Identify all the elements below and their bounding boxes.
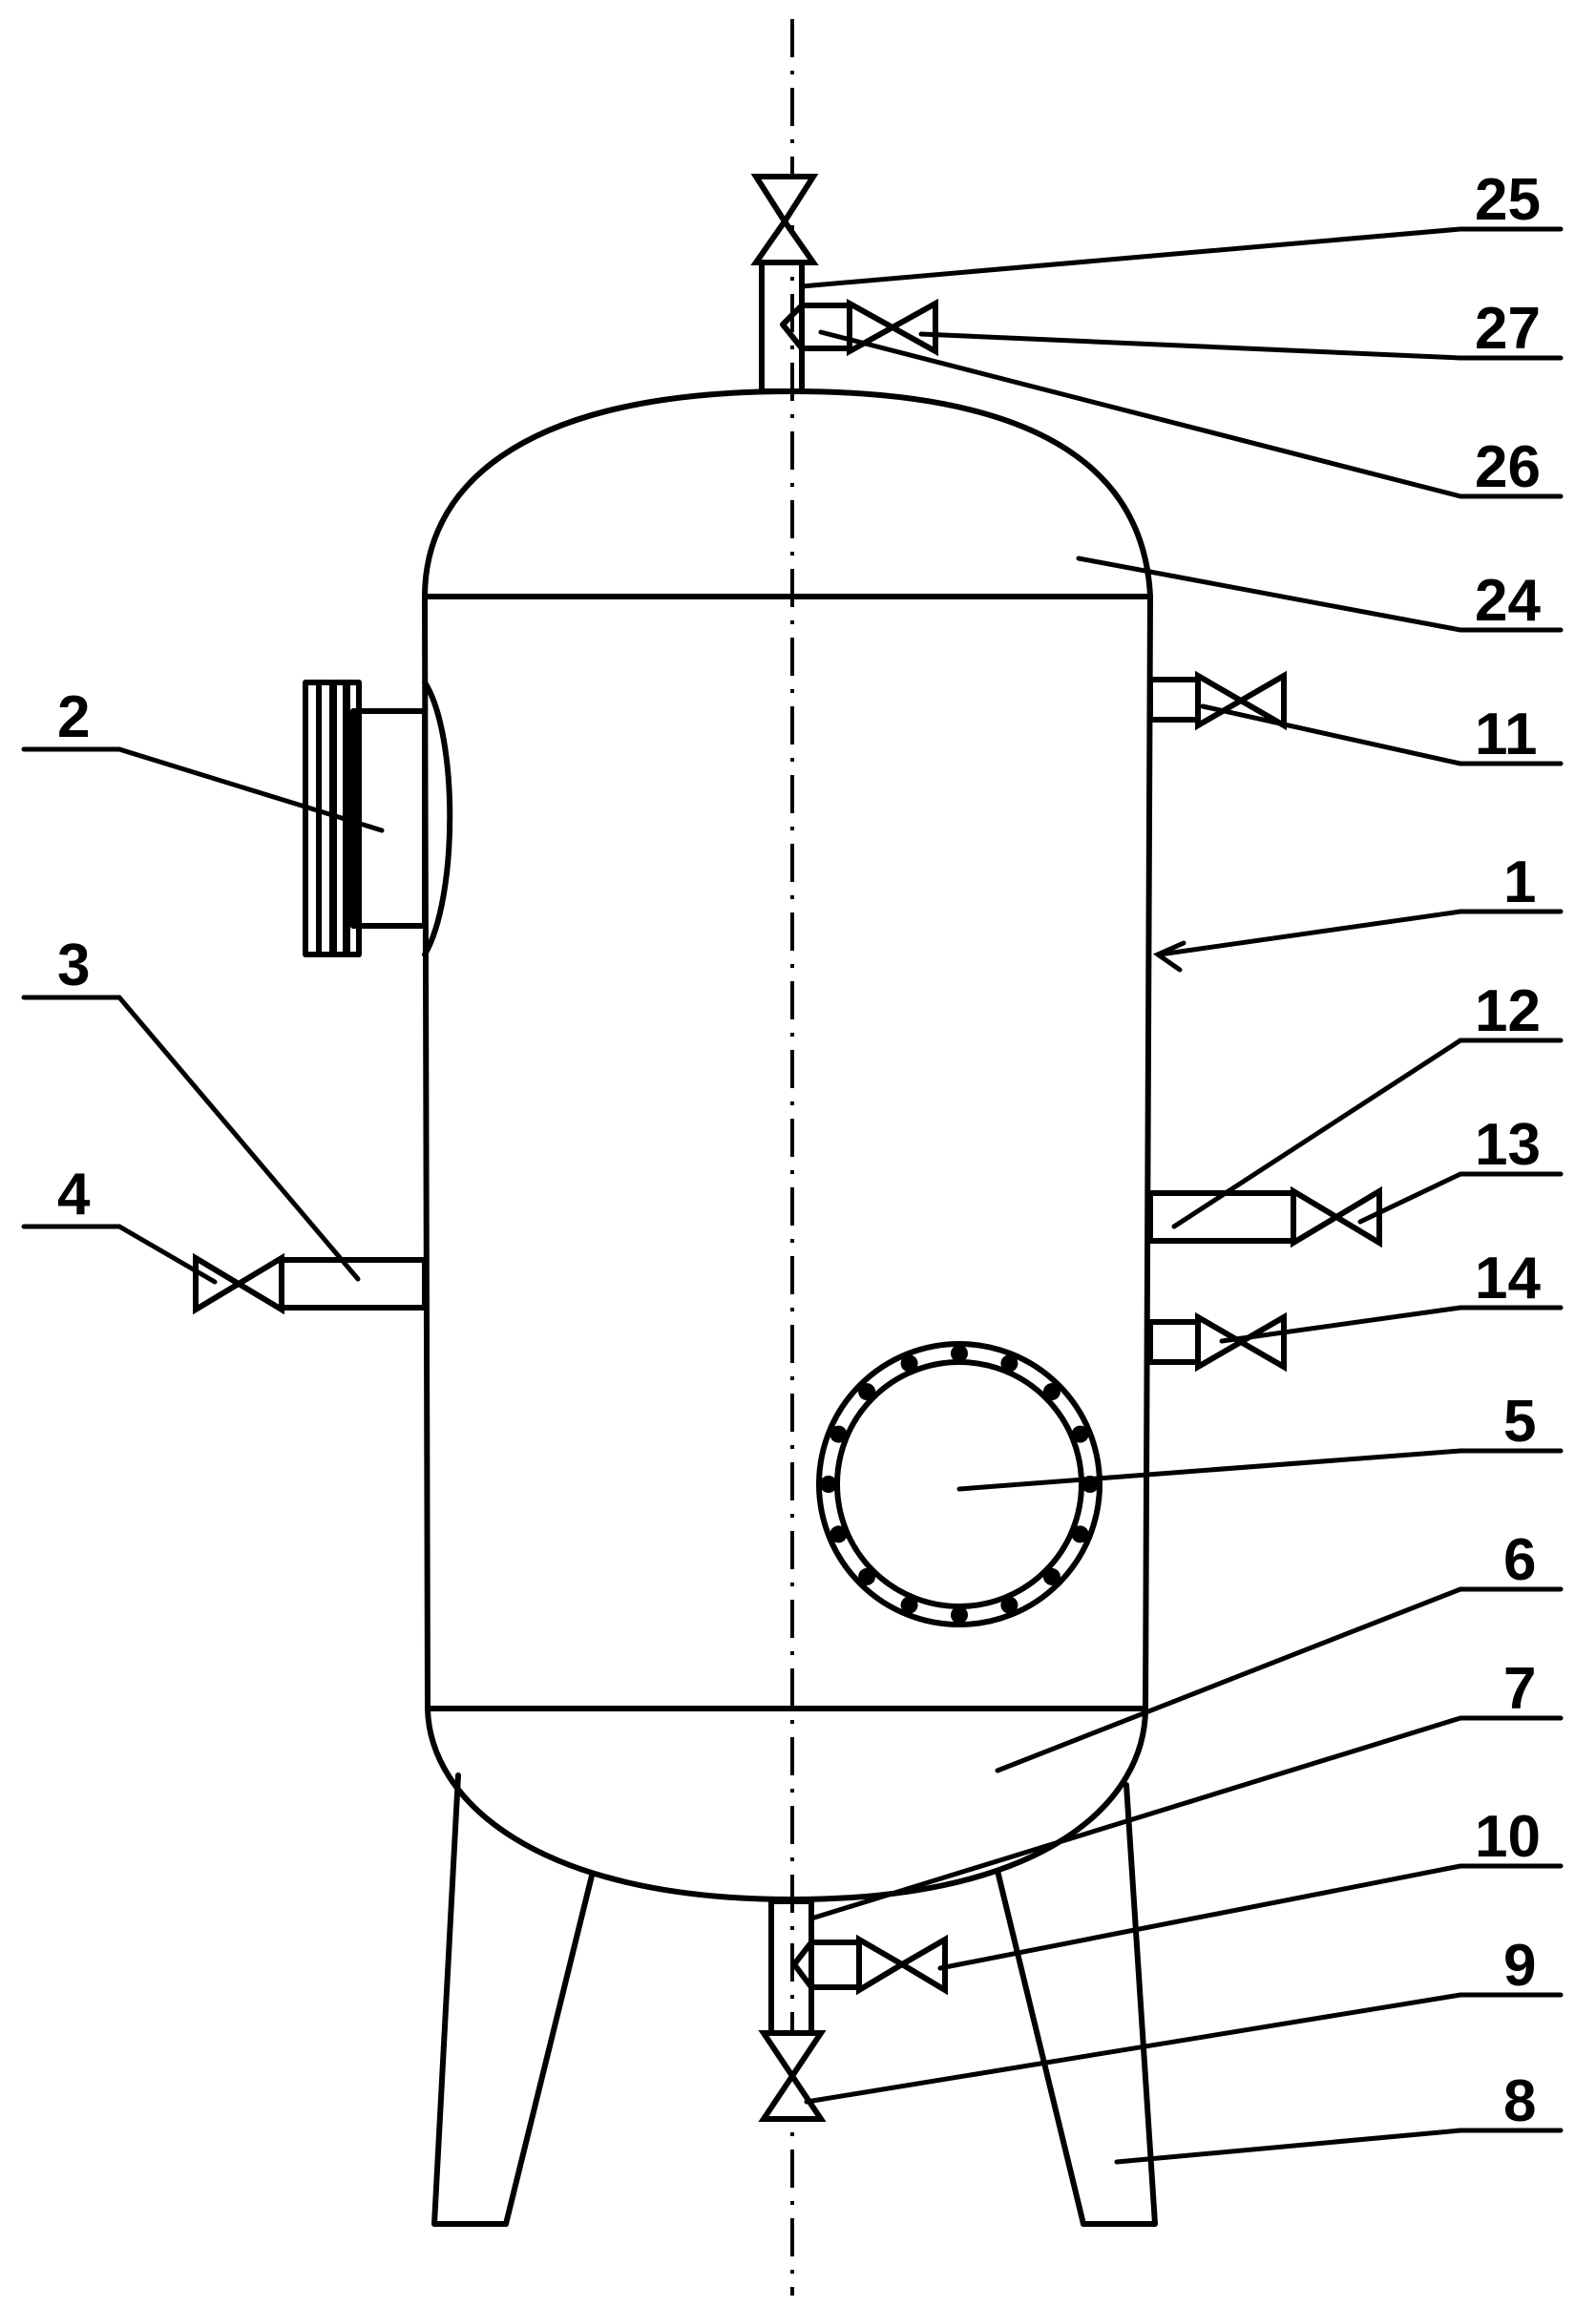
label-5: 5 bbox=[1503, 1389, 1536, 1455]
bolt bbox=[1000, 1596, 1018, 1614]
label-27: 27 bbox=[1475, 296, 1541, 362]
label-12: 12 bbox=[1475, 978, 1541, 1044]
bolt bbox=[1071, 1525, 1089, 1543]
label-3: 3 bbox=[57, 933, 90, 998]
support-legs bbox=[431, 1772, 1158, 2227]
bottom-drain-assembly bbox=[758, 1898, 948, 2122]
label-6: 6 bbox=[1503, 1527, 1536, 1593]
bolt bbox=[900, 1596, 918, 1614]
bolt bbox=[951, 1606, 968, 1624]
leader-lines bbox=[21, 226, 1564, 2165]
label-7: 7 bbox=[1503, 1656, 1536, 1722]
bolt bbox=[1071, 1425, 1089, 1443]
bolt bbox=[858, 1383, 876, 1401]
bolt bbox=[858, 1567, 876, 1585]
label-4: 4 bbox=[57, 1162, 91, 1227]
top-vent-assembly bbox=[750, 174, 938, 394]
part-labels: 25 27 26 24 11 1 12 13 14 5 6 7 10 9 8 2… bbox=[57, 167, 1541, 2134]
bolt bbox=[830, 1425, 848, 1443]
label-1: 1 bbox=[1503, 849, 1536, 915]
label-9: 9 bbox=[1503, 1933, 1536, 1999]
label-2: 2 bbox=[57, 684, 90, 750]
side-pipe-3-valve-4 bbox=[193, 1252, 428, 1315]
bolt bbox=[900, 1354, 918, 1373]
manhole-5 bbox=[816, 1341, 1102, 1627]
bolt bbox=[1000, 1354, 1018, 1373]
bolt bbox=[1042, 1383, 1060, 1401]
label-25: 25 bbox=[1475, 167, 1541, 233]
label-14: 14 bbox=[1475, 1246, 1541, 1311]
side-nozzle-14 bbox=[1147, 1311, 1287, 1373]
label-26: 26 bbox=[1475, 434, 1541, 500]
side-pipe-12-valve-13 bbox=[1147, 1185, 1382, 1248]
label-10: 10 bbox=[1475, 1804, 1541, 1870]
bolt bbox=[1042, 1567, 1060, 1585]
bolt bbox=[830, 1525, 848, 1543]
vessel-shell bbox=[422, 388, 1153, 1902]
label-24: 24 bbox=[1475, 568, 1541, 634]
manhole-bolts bbox=[820, 1345, 1099, 1624]
side-nozzle-11 bbox=[1147, 670, 1287, 731]
bolt bbox=[820, 1476, 837, 1493]
label-11: 11 bbox=[1475, 702, 1538, 767]
label-8: 8 bbox=[1503, 2068, 1536, 2134]
bolt bbox=[951, 1345, 968, 1362]
label-13: 13 bbox=[1475, 1112, 1541, 1178]
side-flange-2 bbox=[303, 680, 453, 957]
